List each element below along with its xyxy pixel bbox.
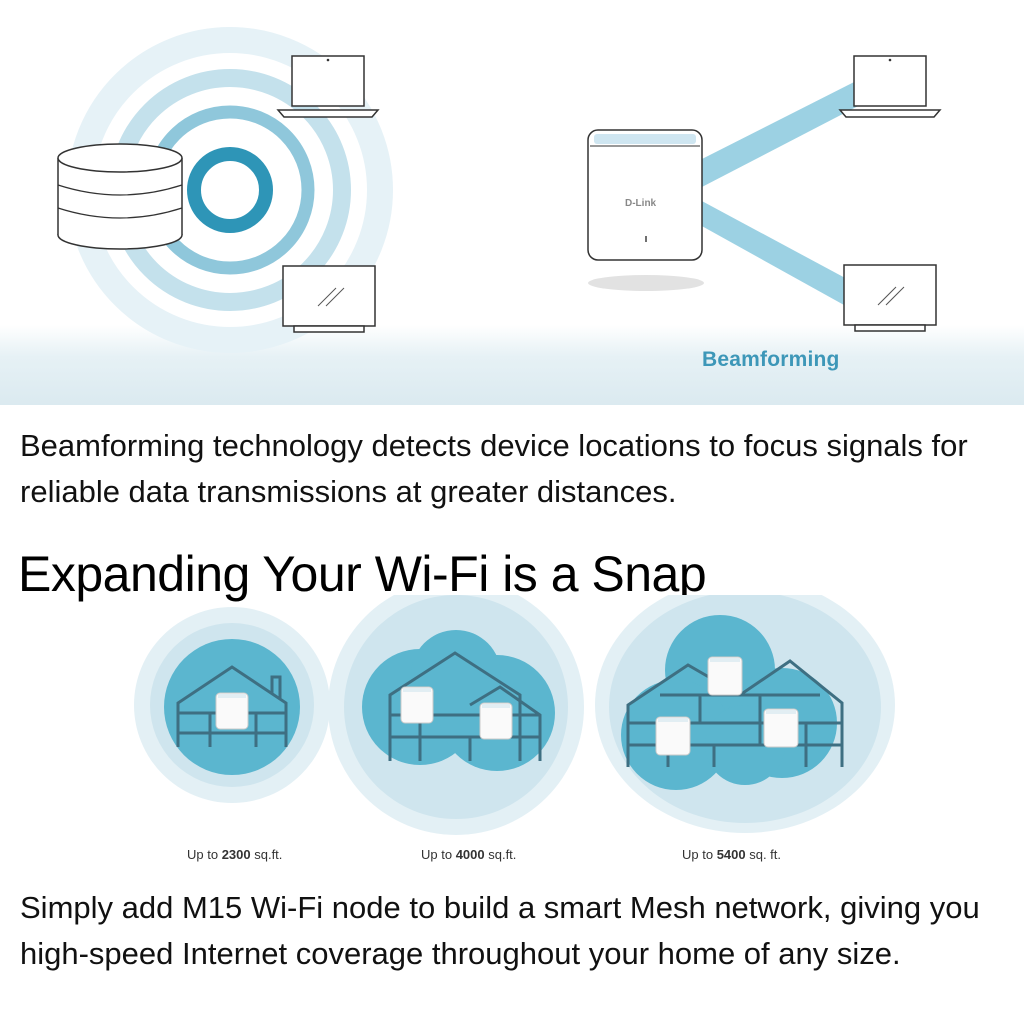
monitor-icon xyxy=(843,264,937,332)
mesh-node-icon xyxy=(587,129,704,291)
mesh-unit-icon xyxy=(655,716,691,756)
section-heading: Expanding Your Wi-Fi is a Snap xyxy=(18,546,707,602)
round-router-icon xyxy=(57,143,183,250)
mesh-unit-icon xyxy=(215,692,249,730)
beam-signals xyxy=(700,78,862,315)
mesh-node-brand: D-Link xyxy=(625,198,657,209)
mesh-unit-icon xyxy=(707,656,743,696)
coverage-caption: Up to 4000 sq.ft. xyxy=(421,847,517,862)
mesh-coverage-illustration xyxy=(0,595,1024,875)
laptop-icon xyxy=(276,55,380,118)
beamforming-label: Beamforming xyxy=(702,348,840,371)
coverage-caption: Up to 5400 sq. ft. xyxy=(682,847,782,862)
monitor-icon xyxy=(282,265,376,333)
mesh-description: Simply add M15 Wi-Fi node to build a sma… xyxy=(20,890,980,971)
mesh-unit-icon xyxy=(479,702,513,740)
coverage-caption: Up to 2300 sq.ft. xyxy=(187,847,283,862)
beamforming-illustration: D-Link Beamforming xyxy=(0,0,1024,405)
mesh-coverage-graphic xyxy=(134,595,895,835)
house-outline-medium xyxy=(388,651,542,761)
laptop-icon xyxy=(838,55,942,118)
mesh-unit-icon xyxy=(400,686,434,724)
beamforming-description: Beamforming technology detects device lo… xyxy=(20,428,968,509)
mesh-unit-icon xyxy=(763,708,799,748)
beamforming-graphic xyxy=(57,27,942,353)
